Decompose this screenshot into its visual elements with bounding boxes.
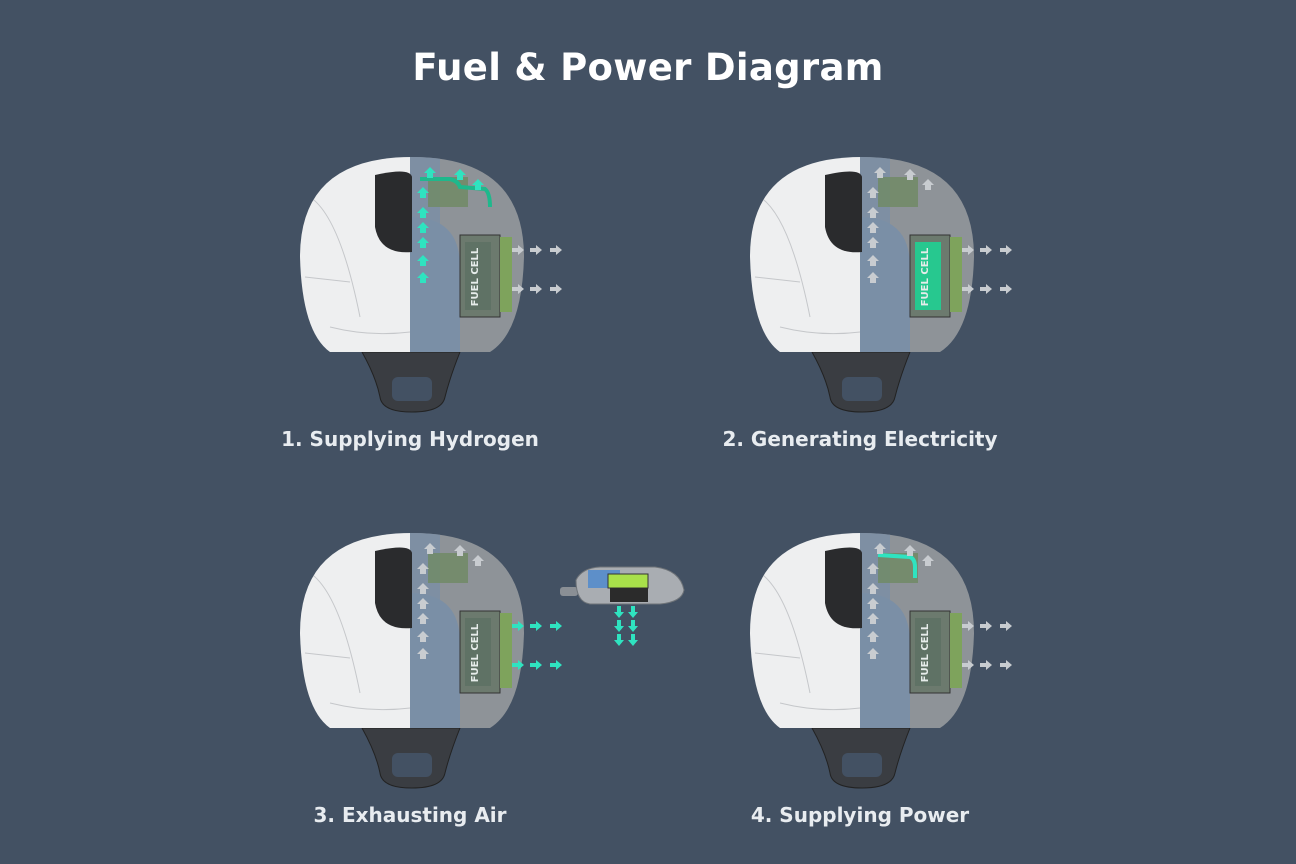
fuel-cell (915, 242, 941, 310)
fuel-cell (465, 618, 491, 686)
step-caption: 4. Supplying Power (750, 803, 970, 827)
step-exhausting-air: FUEL CELL 3. Exhausting Air (300, 533, 600, 853)
device-illustration: FUEL CELL (750, 533, 1012, 789)
device-illustration: FUEL CELL (300, 533, 562, 789)
exhaust-down-arrows (614, 606, 638, 646)
step-supplying-hydrogen: FUEL CELL 1. Supplying Hydrogen (281, 157, 600, 477)
step-caption: 2. Generating Electricity (722, 427, 998, 451)
svg-text:FUEL CELL: FUEL CELL (920, 247, 931, 306)
hydrogen-cartridge-illustration (560, 566, 685, 646)
device-illustration: FUEL CELL (300, 157, 562, 413)
device-illustration: FUEL CELL (750, 157, 1012, 413)
step-caption: 1. Supplying Hydrogen (281, 427, 539, 451)
diagram-title: Fuel & Power Diagram (412, 46, 884, 89)
svg-text:FUEL CELL: FUEL CELL (920, 623, 931, 682)
fuel-cell (915, 618, 941, 686)
step-supplying-power: FUEL CELL 4. Supplying Power (750, 533, 1050, 853)
svg-text:FUEL CELL: FUEL CELL (470, 247, 481, 306)
svg-text:FUEL CELL: FUEL CELL (470, 623, 481, 682)
step-generating-electricity: FUEL CELL 2. Generating Electricity (722, 157, 1050, 477)
fuel-cell (465, 242, 491, 310)
step-caption: 3. Exhausting Air (313, 803, 507, 827)
